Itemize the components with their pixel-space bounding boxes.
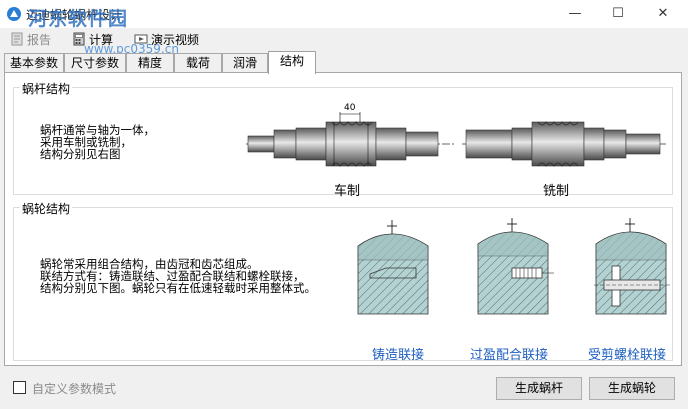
wheel-group-title: 蜗轮结构 bbox=[20, 200, 73, 217]
cast-joint-drawing bbox=[357, 220, 429, 315]
wheel-description: 蜗轮常采用组合结构，由齿冠和齿芯组成。 联结方式有：铸造联结、过盈配合联结和螺栓… bbox=[40, 257, 316, 295]
watermark-url: www.pc0359.cn bbox=[84, 42, 179, 56]
report-label: 报告 bbox=[27, 32, 52, 47]
tab-dimension-params[interactable]: 尺寸参数 bbox=[64, 53, 126, 73]
tab-structure[interactable]: 结构 bbox=[268, 51, 316, 74]
caption-cast: 铸造联接 bbox=[371, 348, 424, 363]
window-title: 迈迪蜗轮蜗杆设计 bbox=[26, 8, 123, 22]
watermark-logo: 河东软件园 bbox=[28, 8, 129, 30]
dimension-label: 40 bbox=[344, 103, 356, 113]
demo-video-button[interactable]: 演示视频 bbox=[134, 31, 199, 47]
report-button[interactable]: 报告 bbox=[10, 31, 51, 47]
caption-bolt: 受剪螺栓联接 bbox=[587, 348, 666, 363]
calculator-icon bbox=[73, 32, 85, 46]
generate-wheel-button[interactable]: 生成蜗轮 bbox=[589, 377, 675, 400]
wheel-structure-group: 蜗轮结构 蜗轮常采用组合结构，由齿冠和齿芯组成。 联结方式有：铸造联结、过盈配合… bbox=[13, 200, 673, 363]
tab-basic-params[interactable]: 基本参数 bbox=[4, 53, 64, 73]
caption-milled: 铣制 bbox=[542, 184, 569, 199]
bottom-bar: 自定义参数模式 生成蜗杆 生成蜗轮 bbox=[0, 366, 688, 409]
minimize-button[interactable]: — bbox=[568, 6, 582, 21]
worm-group-title: 蜗杆结构 bbox=[20, 80, 73, 97]
app-icon bbox=[7, 7, 21, 21]
report-icon bbox=[11, 32, 23, 46]
generate-worm-button[interactable]: 生成蜗杆 bbox=[496, 377, 582, 400]
calc-label: 计算 bbox=[89, 32, 114, 47]
custom-param-label: 自定义参数模式 bbox=[32, 382, 117, 396]
maximize-button[interactable]: ☐ bbox=[612, 6, 624, 21]
demo-label: 演示视频 bbox=[151, 32, 200, 47]
caption-interference: 过盈配合联接 bbox=[469, 348, 548, 363]
video-icon bbox=[134, 34, 148, 44]
title-bar: 迈迪蜗轮蜗杆设计 河东软件园 — ☐ ✕ bbox=[0, 0, 688, 30]
tab-load[interactable]: 载荷 bbox=[174, 53, 222, 73]
milled-worm-drawing bbox=[462, 121, 668, 167]
custom-param-checkbox[interactable] bbox=[13, 381, 26, 394]
turned-worm-drawing: 40 bbox=[246, 103, 456, 167]
tab-lubrication[interactable]: 润滑 bbox=[222, 53, 268, 73]
worm-structure-group: 蜗杆结构 蜗杆通常与轴为一体， 采用车制或铣制， 结构分别见右图 bbox=[13, 80, 673, 199]
structure-panel: 蜗杆结构 蜗杆通常与轴为一体， 采用车制或铣制， 结构分别见右图 bbox=[4, 72, 682, 366]
worm-description: 蜗杆通常与轴为一体， 采用车制或铣制， 结构分别见右图 bbox=[40, 123, 155, 161]
close-button[interactable]: ✕ bbox=[657, 6, 669, 21]
caption-turned: 车制 bbox=[333, 184, 360, 199]
calc-button[interactable]: 计算 bbox=[72, 31, 113, 47]
bolt-joint-drawing bbox=[594, 218, 670, 315]
toolbar: 报告 计算 演示视频 www.pc0359.cn bbox=[0, 28, 688, 56]
interference-joint-drawing bbox=[477, 218, 554, 315]
tab-precision[interactable]: 精度 bbox=[126, 53, 174, 73]
